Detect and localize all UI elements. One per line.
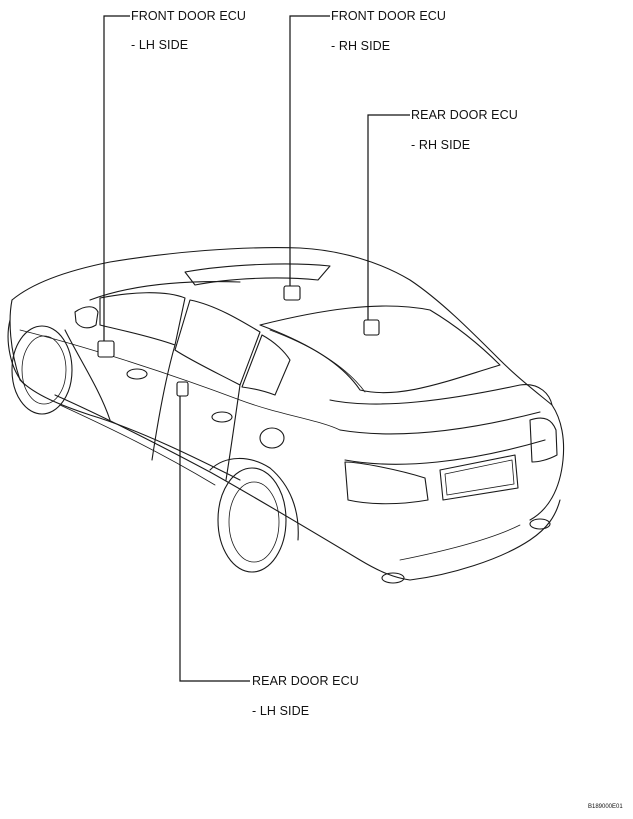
front-lh-leader xyxy=(103,15,130,341)
figure-id: B189000E01 xyxy=(588,804,623,810)
front-lh-title: FRONT DOOR ECU xyxy=(131,9,247,23)
rear-lh-title: REAR DOOR ECU xyxy=(252,674,359,688)
car-body xyxy=(7,247,565,584)
rear-lh-side: - LH SIDE xyxy=(252,704,310,718)
front-lh-ecu-icon xyxy=(97,340,115,358)
front-rh-ecu-icon xyxy=(283,285,301,301)
front-lh-side: - LH SIDE xyxy=(131,38,189,52)
front-rh-side: - RH SIDE xyxy=(331,39,391,53)
rear-rh-side: - RH SIDE xyxy=(411,138,471,152)
rear-rh-ecu-icon xyxy=(363,319,380,336)
rear-rh-leader xyxy=(367,114,410,320)
rear-lh-ecu-icon xyxy=(176,381,189,397)
rear-rh-title: REAR DOOR ECU xyxy=(411,108,518,122)
rear-lh-leader xyxy=(179,396,250,682)
front-rh-title: FRONT DOOR ECU xyxy=(331,9,447,23)
front-rh-leader xyxy=(289,15,330,286)
